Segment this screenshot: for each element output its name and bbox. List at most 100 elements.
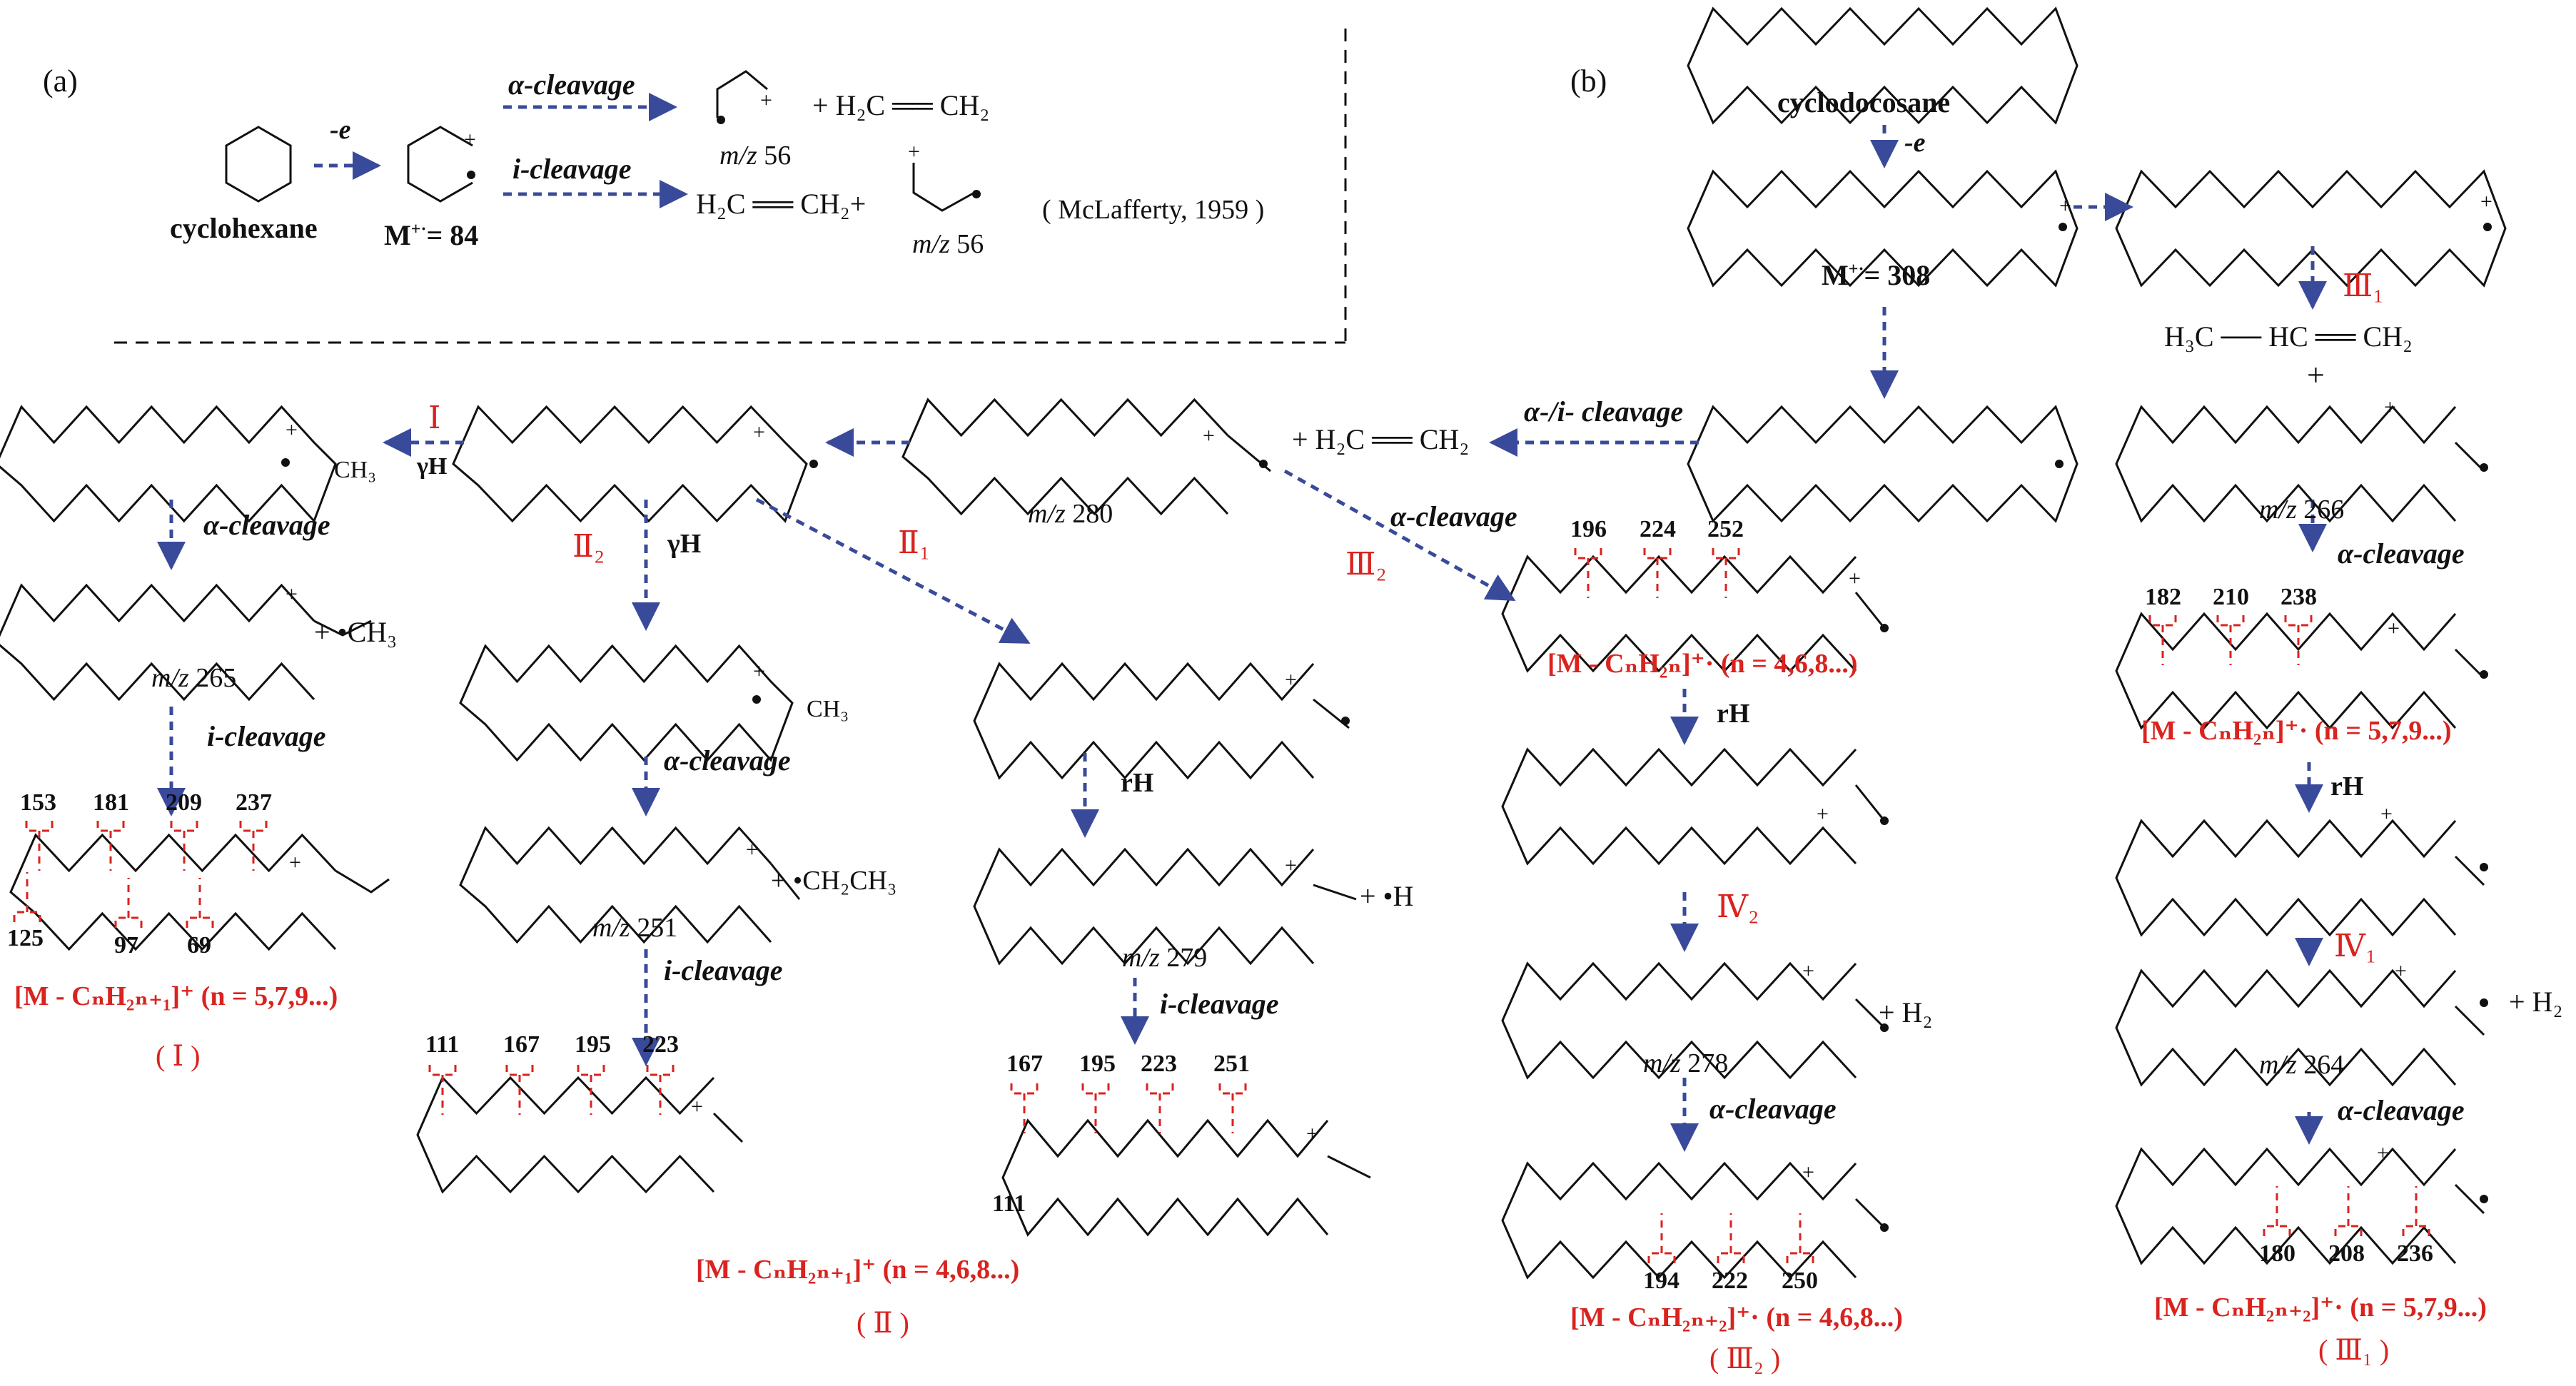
- ring-alpha-i: [1687, 405, 2079, 523]
- mz-value: 56: [764, 141, 792, 171]
- propene-product: H₃C ── HC ══ CH₂: [2164, 320, 2413, 353]
- path-II1-label: Ⅱ₁: [898, 525, 931, 560]
- radical-266: [2480, 463, 2488, 472]
- charge-251: +: [746, 838, 758, 861]
- charge-III2-rH: +: [1817, 802, 1829, 826]
- chain-II1: [973, 662, 1315, 780]
- formula-III1a: [M - CₙH₂ₙ]⁺· (n = 5,7,9...): [2141, 716, 2452, 746]
- cleave-II2-3-bracket: [646, 1065, 675, 1076]
- chain-III2-rH-tail: [1854, 784, 1886, 821]
- i-cleavage-a: i-cleavage: [512, 153, 632, 185]
- molecular-ion-ring: [1687, 169, 2079, 288]
- charge-II1-frag: +: [1306, 1122, 1318, 1145]
- chain-III2: [1501, 555, 1857, 673]
- series-value: 223: [1141, 1051, 1177, 1077]
- gammaH-II2: γH: [667, 529, 702, 559]
- cleave-I-bot-2-bracket: [186, 916, 214, 928]
- cleave-III2-bot-1-bracket: [1717, 1252, 1745, 1263]
- series-value: 167: [503, 1031, 540, 1058]
- cleave-I-top-0-bracket: [25, 821, 54, 832]
- radical-alpha-i: [2055, 460, 2064, 468]
- panel-b-label: (b): [1570, 64, 1607, 98]
- charge-III1-frag: +: [2388, 617, 2400, 640]
- gammaH-I: γH: [417, 453, 448, 480]
- cleave-III2-bot-2-bracket: [1786, 1252, 1814, 1263]
- chain-264-tail: [2454, 1005, 2485, 1036]
- ring-II2: [459, 644, 794, 762]
- chain-III2-tail: [1854, 592, 1886, 629]
- ring-III1: [2115, 169, 2507, 288]
- mz-label: m/z: [1643, 1048, 1681, 1078]
- chain-251-tail: [769, 863, 801, 900]
- mz-value: 265: [196, 663, 237, 693]
- series-value: 180: [2259, 1240, 2295, 1267]
- charge-IV1-frag: +: [2377, 1141, 2389, 1165]
- cleave-III1-bot-0-bracket: [2263, 1225, 2291, 1236]
- mz-label: m/z: [151, 663, 189, 693]
- arrow-III2: [1283, 469, 1516, 602]
- series-value: 194: [1643, 1268, 1680, 1294]
- cleave-I-bot-0-bracket: [13, 911, 41, 922]
- chain-251: [459, 826, 772, 944]
- mz-279: m/z 279: [1122, 942, 1207, 973]
- charge-III2: +: [1849, 567, 1861, 590]
- cleave-III2-bot-0-bracket: [1647, 1252, 1676, 1263]
- radical-278: [1880, 1023, 1889, 1032]
- mz-251: m/z 251: [592, 912, 677, 944]
- chain-266-tail: [2454, 441, 2485, 472]
- chain-IV2-frag-tail: [1854, 1198, 1886, 1229]
- charge-308: +: [2059, 194, 2071, 218]
- series-value: 210: [2213, 584, 2249, 610]
- series-value: 69: [187, 932, 211, 958]
- series-value: 238: [2280, 584, 2317, 610]
- mz-56-a2: m/z 56: [912, 228, 984, 260]
- series-value: 209: [166, 789, 202, 816]
- mz-label: m/z: [1028, 499, 1066, 529]
- cyclohexane-label: cyclohexane: [170, 212, 318, 244]
- chain-III2-rH: [1501, 747, 1857, 866]
- cleave-III2-top-2-bracket: [1712, 548, 1740, 560]
- chain-278: [1501, 961, 1857, 1080]
- charge-a: +: [464, 128, 476, 151]
- series-value: 236: [2397, 1240, 2433, 1267]
- alpha-i-cleavage: α-/i- cleavage: [1524, 395, 1684, 428]
- group-label-III1: ( Ⅲ₁ ): [2318, 1334, 2390, 1366]
- radical-III1: [2483, 223, 2492, 231]
- cleave-I-top-1-bracket: [96, 821, 125, 832]
- mz-label: m/z: [1122, 943, 1160, 973]
- citation: ( McLafferty, 1959 ): [1042, 195, 1265, 225]
- series-value: 250: [1782, 1268, 1818, 1294]
- chain-II1-frag: [1001, 1118, 1329, 1237]
- fragment-56-i: [912, 163, 975, 212]
- ethylene-a1: + H₂C ══ CH₂: [812, 89, 990, 121]
- cleave-II2-0-bracket: [428, 1065, 457, 1076]
- charge-IV2-frag: +: [1802, 1160, 1814, 1184]
- mz-label: m/z: [2259, 495, 2297, 525]
- charge-II2: +: [753, 659, 765, 683]
- formula-I: [M - CₙH₂ₙ₊₁]⁺ (n = 5,7,9...): [14, 981, 338, 1011]
- charge-278: +: [1802, 959, 1814, 983]
- radical-cation-ring: [407, 126, 473, 203]
- mz-value: 280: [1072, 499, 1113, 529]
- cyclodocosane-ring: [1687, 6, 2079, 125]
- mz-value: 264: [2303, 1050, 2345, 1080]
- mz-value: 278: [1687, 1048, 1729, 1078]
- mz-280: m/z 280: [1028, 498, 1113, 530]
- mz-value: 266: [2303, 495, 2345, 525]
- cleave-II1-3-bracket: [1218, 1083, 1247, 1095]
- series-value: 181: [93, 789, 129, 816]
- radical-III1-frag: [2480, 670, 2488, 679]
- chain-279: [973, 847, 1315, 966]
- radical-264: [2480, 998, 2488, 1007]
- charge-265: +: [286, 582, 298, 606]
- mz-56-a1: m/z 56: [719, 140, 791, 171]
- panel-a-label: (a): [43, 64, 78, 98]
- i-cleavage-II2: i-cleavage: [664, 954, 783, 986]
- group-label-III2: ( Ⅲ₂ ): [1709, 1342, 1781, 1375]
- charge-II: +: [753, 420, 765, 444]
- radical-56i: [972, 190, 981, 198]
- charge-266: +: [2384, 395, 2396, 419]
- mz-label: m/z: [592, 913, 630, 943]
